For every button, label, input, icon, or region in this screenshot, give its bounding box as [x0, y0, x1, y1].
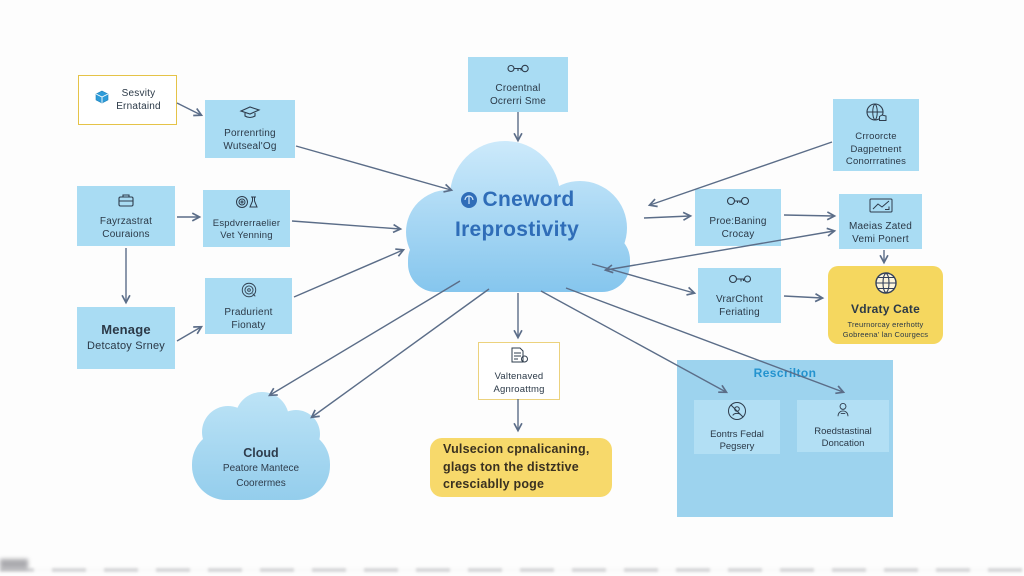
small-cloud-label: Cloud Peatore Mantece Coorermes: [190, 444, 332, 491]
card-vdraty-title: Vdraty Cate: [851, 302, 920, 317]
note-line: Vulsecion cpnalicaning,: [443, 441, 590, 456]
key-icon: [727, 272, 753, 290]
cube-icon: [94, 90, 110, 110]
label-line: Valtenaved: [494, 371, 544, 383]
label-line: Croentnal: [495, 82, 541, 94]
label-line: Sesvity: [121, 88, 156, 99]
person-icon: [833, 401, 853, 423]
node-security: Sesvity Ernataind: [78, 75, 177, 125]
globe-thumb-icon: [864, 102, 888, 128]
label-line: Maeias Zated: [849, 220, 912, 232]
person-circle-icon: [726, 400, 748, 426]
node-payment: Fayrzastrat Couraions: [77, 186, 175, 246]
label-line: Vemi Ponert: [852, 233, 909, 245]
label-line: Menage: [101, 322, 151, 338]
label-line: Ocrerri Sme: [489, 95, 547, 107]
document-icon: [508, 346, 530, 368]
node-menage: Menage Detcatoy Srney: [77, 307, 175, 369]
label-line: Conorrratines: [845, 155, 907, 167]
retention-panel: Rescrilton Eontrs Fedal Pegsery Roedstas…: [677, 360, 893, 517]
label-line: Pradurient: [224, 306, 273, 318]
label-line: Cneword: [482, 188, 575, 211]
fingerprint-flask-icon: [235, 194, 259, 214]
central-cloud-title: Cneword Ireprostivity: [407, 186, 627, 244]
label-line: Dagpetnent: [850, 143, 902, 155]
node-credential: Croentnal Ocrerri Sme: [468, 57, 568, 112]
label-line: Porrenrting: [224, 128, 276, 139]
linked-keys-icon: [725, 194, 751, 212]
cloud-logo-icon: [460, 191, 478, 214]
central-cloud-title-line1: Cneword: [407, 186, 627, 216]
node-maeias: Maeias Zated Vemi Ponert: [839, 194, 922, 249]
retention-box-1: Eontrs Fedal Pegsery: [694, 400, 780, 454]
label-line: Peatore Mantece: [222, 463, 300, 475]
label-line: Wutseal'Og: [223, 141, 277, 152]
label-line: Crocay: [721, 229, 755, 240]
central-cloud-title-line2: Ireprostivity: [454, 218, 580, 242]
label-line: Espdvrerraelier: [212, 217, 281, 229]
label-line: Fionaty: [231, 319, 266, 331]
note-line: cresciablly poge: [443, 477, 545, 492]
label-line: Ernataind: [116, 101, 161, 112]
fingerprint-icon: [240, 281, 258, 303]
globe-icon: [873, 270, 899, 300]
retention-box-2: Roedstastinal Doncation: [797, 400, 889, 452]
label-line: Fayrzastrat: [99, 215, 153, 227]
label-line: Gobreena' lan Courgecs: [842, 329, 929, 339]
node-valtenaved: Valtenaved Agnroattmg: [478, 342, 560, 400]
bottom-smudge-line: [0, 568, 1024, 572]
label-line: Proe:Baning: [709, 216, 767, 227]
label-line: Eontrs Fedal: [710, 428, 764, 440]
label-line: Doncation: [821, 438, 865, 450]
label-line: Feriating: [719, 307, 760, 318]
label-line: Cloud: [243, 446, 279, 460]
node-corporate: Crroorcte Dagpetnent Conorrratines: [833, 99, 919, 171]
bottom-left-smudge: [0, 559, 28, 569]
note-line: glags ton the distztive: [443, 459, 579, 474]
label-line: Detcatoy Srney: [86, 340, 165, 353]
label-line: Agnroattmg: [493, 383, 545, 395]
label-line: Roedstastinal: [814, 425, 872, 437]
key-exchange-icon: [505, 62, 531, 79]
label-line: VrarChont: [715, 294, 763, 305]
label-line: Vet Yenning: [220, 230, 273, 242]
label-line: Couraions: [102, 228, 150, 240]
node-pradurient: Pradurient Fionaty: [205, 278, 292, 334]
label-line: Crroorcte: [855, 131, 897, 143]
briefcase-icon: [117, 192, 135, 212]
camera-icon: [239, 105, 261, 124]
label-line: Treurnorcay ererhotty: [847, 319, 924, 329]
chart-icon: [869, 198, 893, 217]
node-vrarchont: VrarChont Feriating: [698, 268, 781, 323]
node-security-label: Sesvity Ernataind: [116, 87, 161, 113]
node-probaning: Proe:Baning Crocay: [695, 189, 781, 246]
label-line: Coorermes: [236, 477, 286, 489]
retention-panel-label: Rescrilton: [753, 366, 817, 380]
card-vdraty: Vdraty Cate Treurnorcay ererhotty Gobree…: [828, 266, 943, 344]
node-perimeter: Porrenrting Wutseal'Og: [205, 100, 295, 158]
node-experimental: Espdvrerraelier Vet Yenning: [203, 190, 290, 247]
note-vulsecion: Vulsecion cpnalicaning, glags ton the di…: [430, 438, 612, 497]
label-line: Pegsery: [719, 441, 755, 453]
